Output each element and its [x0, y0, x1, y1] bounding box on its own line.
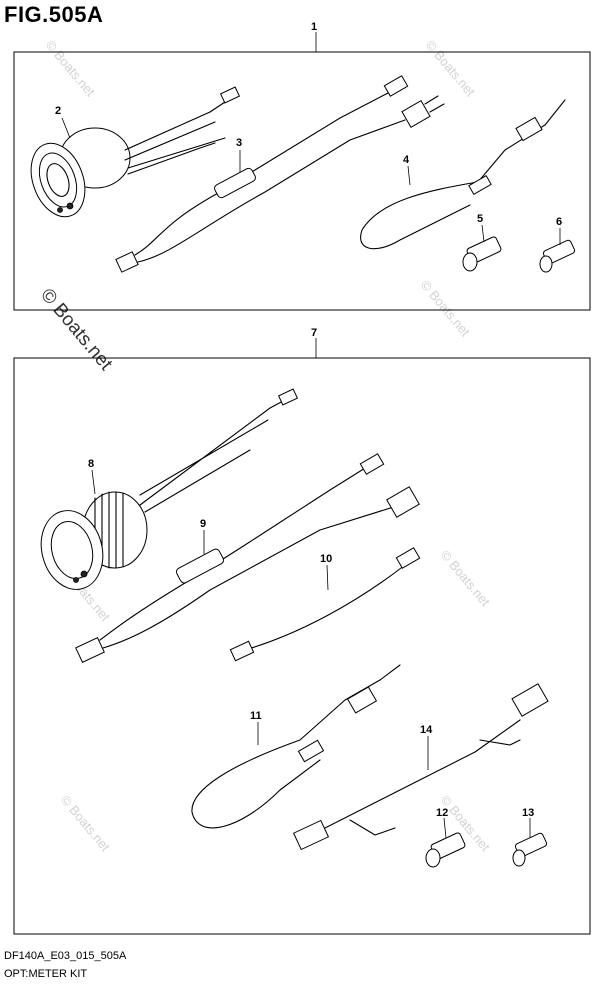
part-4-cable[interactable]: [360, 99, 566, 250]
callout-14: 14: [420, 724, 433, 736]
callout-7: 7: [311, 327, 317, 339]
part-12-cap[interactable]: [425, 832, 466, 868]
part-9-harness[interactable]: [75, 453, 420, 663]
leader-line: [61, 117, 71, 139]
kit-7-frame: [13, 357, 591, 935]
callout-8: 8: [88, 458, 94, 470]
kit-7-group: 7 8 9: [13, 327, 591, 935]
kit-1-group: 1 2 3: [13, 21, 591, 311]
callout-3: 3: [236, 137, 242, 149]
leader-line: [91, 469, 96, 495]
callout-4: 4: [403, 154, 410, 166]
leader-line: [407, 165, 411, 186]
watermark-text: © Boats.net: [438, 547, 494, 609]
callout-5: 5: [477, 213, 483, 225]
part-14-harness[interactable]: [292, 683, 549, 851]
footer-code: DF140A_E03_015_505A: [4, 950, 127, 962]
callout-12: 12: [436, 807, 448, 819]
callout-1: 1: [311, 21, 317, 33]
watermark-text: © Boats.net: [43, 37, 99, 99]
part-11-cable[interactable]: [191, 664, 401, 829]
callout-6: 6: [556, 216, 562, 228]
leader-line: [481, 224, 485, 243]
part-3-harness[interactable]: [115, 75, 445, 273]
watermark-text: © Boats.net: [58, 792, 114, 854]
callout-9: 9: [200, 518, 206, 530]
part-8-meter[interactable]: [33, 388, 299, 596]
kit-1-frame: [13, 51, 591, 311]
callout-13: 13: [522, 807, 534, 819]
part-10-cable[interactable]: [229, 547, 421, 662]
part-5-cap[interactable]: [462, 236, 502, 272]
callout-10: 10: [320, 553, 332, 565]
figure-title: FIG.505A: [4, 2, 104, 27]
callout-2: 2: [55, 105, 61, 117]
leader-line: [326, 564, 329, 591]
part-2-meter[interactable]: [22, 86, 241, 224]
leader-line: [443, 817, 447, 839]
watermark-main: © Boats.net: [36, 285, 117, 375]
callout-11: 11: [250, 710, 262, 722]
watermark-text: © Boats.net: [423, 37, 479, 99]
part-6-cap[interactable]: [539, 239, 576, 273]
part-13-cap[interactable]: [512, 832, 548, 867]
footer-name: OPT:METER KIT: [4, 968, 88, 980]
watermark-text: © Boats.net: [418, 277, 474, 339]
